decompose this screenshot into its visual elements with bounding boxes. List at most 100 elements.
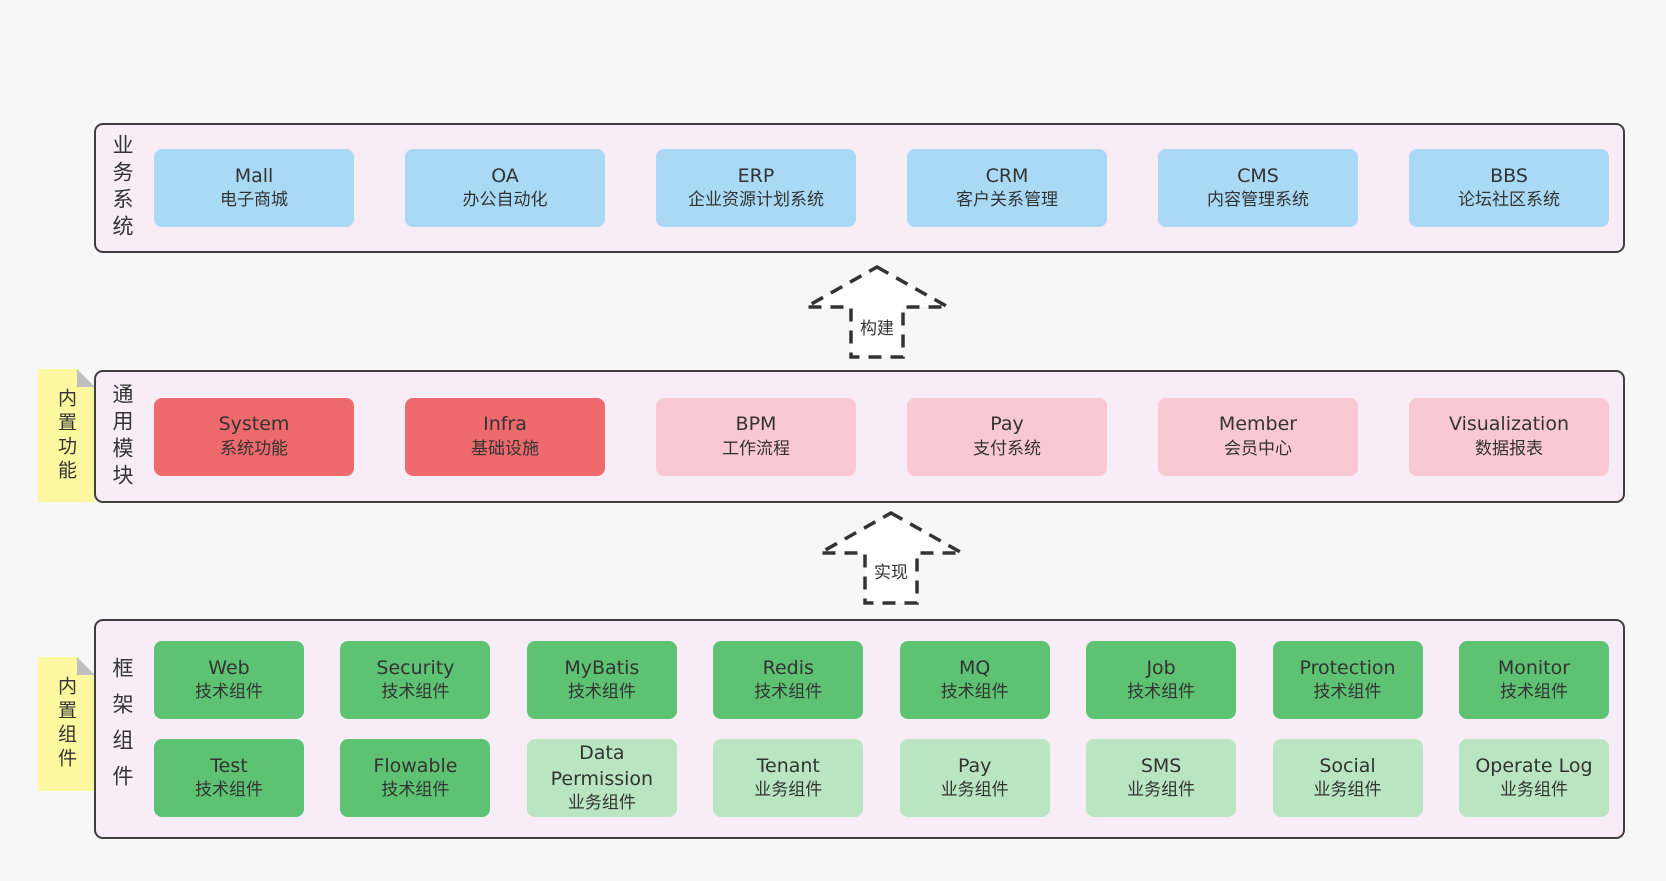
- module-box-protection: Protection 技术组件: [1272, 641, 1423, 719]
- box-title: Protection: [1299, 656, 1396, 679]
- module-box-mq: MQ 技术组件: [899, 641, 1050, 719]
- module-box-cms: CMS 内容管理系统: [1158, 149, 1358, 227]
- arrow-label-build: 构建: [794, 312, 960, 341]
- box-title: Tenant: [756, 754, 820, 777]
- module-box-data-permission: Data Permission 业务组件: [526, 739, 677, 817]
- box-subtitle: 业务组件: [940, 780, 1009, 801]
- box-title: Test: [210, 754, 248, 777]
- layer-title-vertical: 通用模块: [110, 382, 134, 491]
- box-subtitle: 内容管理系统: [1207, 190, 1309, 211]
- module-box-operate-log: Operate Log 业务组件: [1458, 739, 1609, 817]
- box-title: CRM: [985, 164, 1029, 187]
- box-title: Visualization: [1448, 413, 1569, 436]
- box-subtitle: 会员中心: [1224, 438, 1292, 459]
- module-box-tenant: Tenant 业务组件: [713, 739, 864, 817]
- box-title: ERP: [737, 164, 775, 187]
- module-box-monitor: Monitor 技术组件: [1458, 641, 1609, 719]
- module-box-test: Test 技术组件: [154, 739, 304, 817]
- box-subtitle: 技术组件: [195, 780, 263, 801]
- sticky-label: 内置组件: [55, 676, 77, 772]
- box-subtitle: 技术组件: [754, 682, 823, 703]
- box-title: BPM: [735, 413, 777, 436]
- box-subtitle: 业务组件: [1313, 780, 1382, 801]
- box-title: Social: [1319, 754, 1376, 777]
- box-subtitle: 办公自动化: [462, 190, 548, 211]
- box-title: Job: [1146, 656, 1176, 679]
- module-box-flowable: Flowable 技术组件: [340, 739, 491, 817]
- box-subtitle: 工作流程: [722, 438, 790, 459]
- box-subtitle: 技术组件: [1499, 682, 1568, 703]
- sticky-note-built-in-functions: 内置功能: [38, 369, 95, 502]
- box-subtitle: 技术组件: [1127, 682, 1196, 703]
- box-subtitle: 技术组件: [381, 682, 450, 703]
- box-subtitle: 业务组件: [1499, 780, 1568, 801]
- box-title: Flowable: [373, 754, 458, 777]
- box-subtitle: 企业资源计划系统: [688, 190, 824, 211]
- box-subtitle: 支付系统: [973, 438, 1041, 459]
- box-subtitle: 业务组件: [754, 780, 823, 801]
- box-title: BBS: [1490, 164, 1528, 187]
- box-subtitle: 技术组件: [567, 682, 636, 703]
- box-title: System: [218, 413, 290, 436]
- box-subtitle: 系统功能: [220, 438, 288, 459]
- dashed-up-arrow-icon: [799, 264, 955, 359]
- box-subtitle: 技术组件: [940, 682, 1009, 703]
- box-title: SMS: [1140, 754, 1182, 777]
- module-box-oa: OA 办公自动化: [405, 149, 605, 227]
- box-title: Web: [208, 656, 250, 679]
- sticky-note-built-in-components: 内置组件: [38, 657, 95, 791]
- module-box-sms: SMS 业务组件: [1086, 739, 1237, 817]
- module-box-mybatis: MyBatis 技术组件: [526, 641, 677, 719]
- arrow-label-text: 实现: [870, 556, 912, 585]
- box-title: Pay: [990, 413, 1024, 436]
- box-title: MyBatis: [564, 656, 640, 679]
- module-box-mall: Mall 电子商城: [154, 149, 354, 227]
- box-subtitle: 基础设施: [471, 438, 539, 459]
- box-title: Security: [376, 656, 455, 679]
- box-title: Mall: [234, 164, 274, 187]
- layer-title-vertical: 业务系统: [110, 134, 134, 242]
- box-title: Operate Log: [1475, 754, 1593, 777]
- box-title: OA: [491, 164, 519, 187]
- box-subtitle: 技术组件: [195, 682, 263, 703]
- module-box-erp: ERP 企业资源计划系统: [656, 149, 856, 227]
- module-box-security: Security 技术组件: [340, 641, 491, 719]
- folded-corner-icon: [77, 369, 95, 387]
- box-title: Infra: [483, 413, 527, 436]
- arrow-label-text: 构建: [856, 312, 898, 341]
- box-subtitle: 数据报表: [1475, 438, 1543, 459]
- box-subtitle: 技术组件: [1313, 682, 1382, 703]
- box-subtitle: 电子商城: [220, 190, 288, 211]
- module-box-job: Job 技术组件: [1086, 641, 1237, 719]
- box-subtitle: 论坛社区系统: [1458, 190, 1560, 211]
- box-subtitle: 业务组件: [1127, 780, 1196, 801]
- box-title: Monitor: [1497, 656, 1571, 679]
- box-subtitle: 技术组件: [381, 780, 450, 801]
- layer-title-vertical: 框架组件: [110, 657, 134, 801]
- box-title: CMS: [1237, 164, 1279, 187]
- arrow-label-implement: 实现: [808, 556, 974, 585]
- box-title: Data Permission: [550, 741, 654, 790]
- folded-corner-icon: [77, 657, 95, 675]
- box-title: MQ: [959, 656, 991, 679]
- module-box-web: Web 技术组件: [154, 641, 304, 719]
- box-subtitle: 业务组件: [567, 793, 636, 814]
- module-box-bbs: BBS 论坛社区系统: [1409, 149, 1609, 227]
- module-box-social: Social 业务组件: [1272, 739, 1423, 817]
